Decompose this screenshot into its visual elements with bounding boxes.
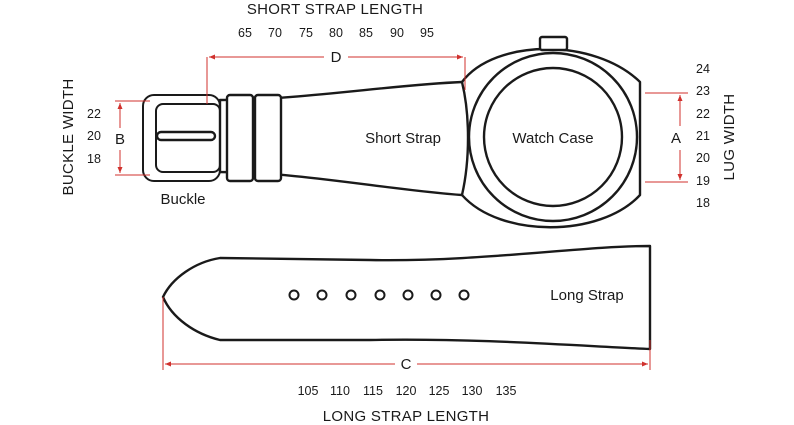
short-strap-tick: 90	[390, 26, 404, 40]
long-strap-tick: 115	[363, 384, 383, 398]
long-strap-tick: 130	[462, 384, 483, 398]
lug-width-tick: 19	[696, 174, 710, 188]
strap-hole	[345, 289, 357, 301]
buckle-label: Buckle	[160, 191, 205, 208]
buckle-width-tick: 22	[87, 107, 101, 121]
long-strap-tick: 120	[396, 384, 417, 398]
dimension-a-label: A	[671, 130, 681, 147]
watch-dial	[482, 66, 624, 208]
buckle-width-tick: 20	[87, 129, 101, 143]
dimension-d-line	[206, 54, 466, 104]
short-strap	[218, 80, 470, 197]
lug-width-tick: 24	[696, 62, 710, 76]
lug-width-tick: 22	[696, 107, 710, 121]
long-strap-tick: 110	[330, 384, 350, 398]
short-strap-tick: 80	[329, 26, 343, 40]
watch-crown	[538, 35, 569, 52]
strap-hole	[288, 289, 300, 301]
long-strap-tick: 105	[298, 384, 319, 398]
short-strap-length-title: SHORT STRAP LENGTH	[247, 1, 423, 18]
buckle-tongue	[155, 130, 217, 142]
short-strap-ticks: 65 70 75 80 85 90 95	[238, 26, 434, 40]
buckle-width-ticks: 22 20 18	[87, 107, 101, 166]
dimension-d-label: D	[331, 49, 342, 66]
dimension-b-line	[115, 100, 150, 176]
short-strap-tick: 65	[238, 26, 252, 40]
dimension-c-label: C	[401, 356, 412, 373]
lug-width-ticks: 24 23 22 21 20 19 18	[696, 62, 710, 210]
lug-width-title: LUG WIDTH	[721, 94, 738, 181]
strap-hole	[458, 289, 470, 301]
watch-case	[460, 35, 642, 229]
buckle	[142, 94, 221, 182]
dimension-b-label: B	[115, 131, 125, 148]
buckle-width-tick: 18	[87, 152, 101, 166]
strap-hole	[374, 289, 386, 301]
short-strap-tick: 75	[299, 26, 313, 40]
watch-case-label: Watch Case	[512, 130, 593, 147]
dimension-a-line	[645, 92, 688, 183]
short-strap-tick: 70	[268, 26, 282, 40]
strap-hole	[402, 289, 414, 301]
strap-hole	[430, 289, 442, 301]
strap-keeper-1	[225, 93, 255, 183]
short-strap-tick: 85	[359, 26, 373, 40]
lug-width-tick: 20	[696, 151, 710, 165]
strap-holes	[288, 289, 470, 301]
short-strap-tick: 95	[420, 26, 434, 40]
buckle-frame-inner	[155, 103, 221, 173]
strap-hole	[316, 289, 328, 301]
long-strap-tick: 125	[429, 384, 450, 398]
buckle-width-title: BUCKLE WIDTH	[60, 79, 77, 196]
long-strap-length-title: LONG STRAP LENGTH	[323, 408, 490, 425]
strap-keeper-2	[253, 93, 283, 183]
lug-width-tick: 23	[696, 84, 710, 98]
dimension-c-line	[162, 297, 651, 370]
short-strap-label: Short Strap	[365, 130, 441, 147]
long-strap-tick: 135	[496, 384, 517, 398]
long-strap-label: Long Strap	[550, 287, 623, 304]
long-strap-ticks: 105 110 115 120 125 130 135	[298, 384, 517, 398]
lug-width-tick: 18	[696, 196, 710, 210]
lug-width-tick: 21	[696, 129, 710, 143]
